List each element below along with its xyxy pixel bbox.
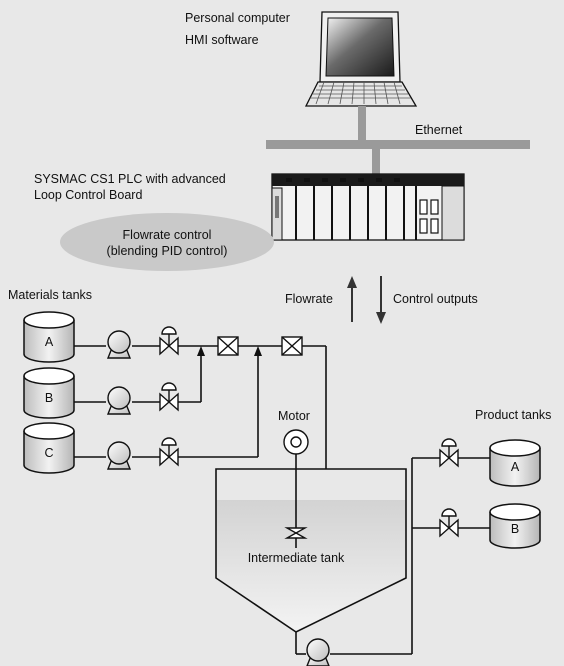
control-outputs-label: Control outputs [393, 292, 478, 306]
product-tank-a [489, 439, 541, 487]
control-label-line1: Flowrate control [122, 228, 212, 242]
merge-arrowheads [197, 346, 262, 356]
motor-label: Motor [278, 409, 310, 423]
material-tank-b [23, 367, 75, 419]
control-valve-a-icon [159, 326, 179, 356]
pump-outlet-icon [306, 638, 330, 666]
product-tank-a-label: A [510, 460, 520, 474]
control-valve-c-icon [159, 437, 179, 467]
material-tank-c [23, 422, 75, 474]
piping [74, 345, 490, 655]
pc-label-line1: Personal computer [185, 11, 290, 25]
product-tank-b [489, 503, 541, 549]
pump-b-icon [106, 386, 132, 415]
material-tank-a [23, 311, 75, 363]
intermediate-tank [215, 468, 407, 633]
material-tank-b-label: B [44, 391, 54, 405]
flow-meter-1-icon [217, 336, 239, 356]
product-tank-b-label: B [510, 522, 520, 536]
motor-icon [283, 429, 309, 455]
flowrate-arrow [347, 276, 357, 322]
ethernet-label: Ethernet [415, 123, 463, 137]
material-tank-a-label: A [44, 335, 54, 349]
pump-c-icon [106, 441, 132, 470]
pump-a-icon [106, 330, 132, 359]
plc-label-line2: Loop Control Board [34, 188, 143, 202]
control-valve-b-icon [159, 382, 179, 412]
flowrate-label: Flowrate [285, 292, 333, 306]
product-tanks-title: Product tanks [475, 408, 552, 422]
materials-tanks-title: Materials tanks [8, 288, 93, 302]
plc-label-line1: SYSMAC CS1 PLC with advanced [34, 172, 226, 186]
ethernet-line [266, 106, 530, 175]
laptop-icon [304, 11, 418, 107]
intermediate-tank-label: Intermediate tank [247, 551, 345, 565]
material-tank-c-label: C [44, 446, 54, 460]
control-outputs-arrow [376, 276, 386, 324]
product-valve-a-icon [439, 438, 459, 468]
product-valve-b-icon [439, 508, 459, 538]
tank-valve-icon [284, 527, 308, 539]
pc-label-line2: HMI software [185, 33, 259, 47]
control-label-line2: (blending PID control) [106, 244, 228, 258]
flowrate-control-ellipse [60, 213, 274, 271]
flow-meter-2-icon [281, 336, 303, 356]
plc-rack-icon [271, 173, 465, 241]
